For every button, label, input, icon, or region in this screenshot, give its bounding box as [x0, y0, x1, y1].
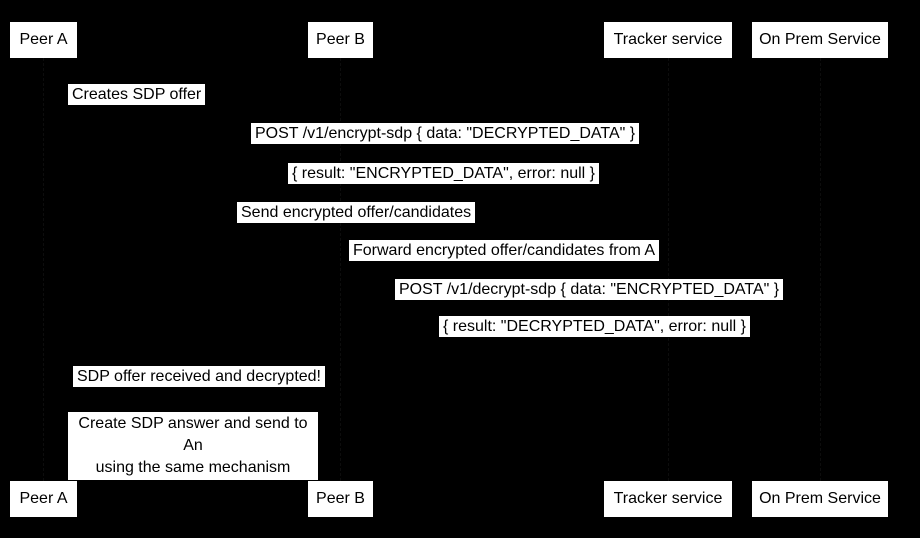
message-encrypt-sdp-request: POST /v1/encrypt-sdp { data: "DECRYPTED_…: [251, 123, 640, 144]
participant-bottom-on-prem-service: On Prem Service: [752, 481, 888, 517]
lifeline-peer-b: [340, 58, 341, 481]
participant-bottom-peer-b: Peer B: [308, 481, 373, 517]
message-create-sdp-answer: Create SDP answer and send to An using t…: [68, 412, 318, 480]
message-decrypt-sdp-request: POST /v1/decrypt-sdp { data: "ENCRYPTED_…: [395, 279, 784, 300]
message-create-sdp-answer-line2: using the same mechanism: [95, 459, 291, 476]
message-forward-encrypted-offer: Forward encrypted offer/candidates from …: [349, 240, 660, 261]
participant-bottom-tracker-service: Tracker service: [604, 481, 732, 517]
message-send-encrypted-offer: Send encrypted offer/candidates: [237, 202, 476, 223]
participant-bottom-peer-a: Peer A: [10, 481, 77, 517]
participant-top-peer-a: Peer A: [10, 22, 77, 58]
participant-top-peer-b: Peer B: [308, 22, 373, 58]
participant-top-tracker-service: Tracker service: [604, 22, 732, 58]
participant-top-on-prem-service: On Prem Service: [752, 22, 888, 58]
lifeline-tracker-service: [668, 58, 669, 481]
message-encrypt-sdp-response: { result: "ENCRYPTED_DATA", error: null …: [288, 163, 600, 184]
message-creates-sdp-offer: Creates SDP offer: [68, 84, 206, 105]
lifeline-peer-a: [43, 58, 44, 481]
message-sdp-offer-received: SDP offer received and decrypted!: [73, 366, 325, 387]
message-decrypt-sdp-response: { result: "DECRYPTED_DATA", error: null …: [439, 316, 751, 337]
lifeline-on-prem-service: [820, 58, 821, 481]
message-create-sdp-answer-line1: Create SDP answer and send to An: [78, 415, 308, 454]
